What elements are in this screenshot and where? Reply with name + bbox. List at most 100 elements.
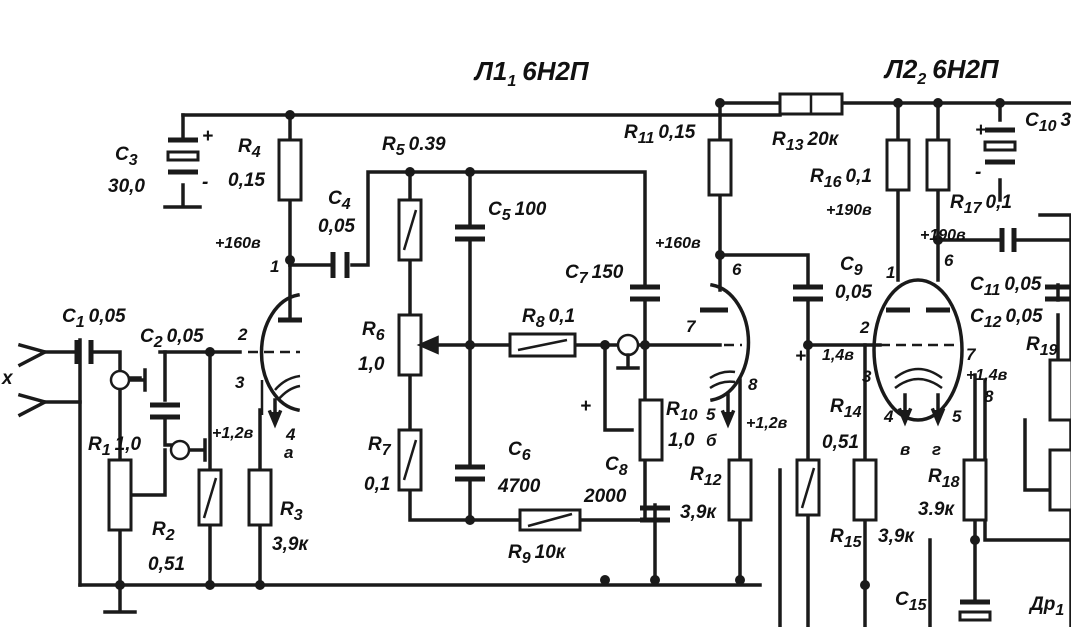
plus-marker-b: +	[580, 396, 591, 417]
pin-t2-v: в	[900, 440, 910, 459]
c3-plus: +	[202, 126, 213, 147]
r12-value: 3,9к	[680, 502, 717, 523]
r3-name: R3	[280, 499, 303, 524]
r6-name: R6	[362, 319, 385, 344]
r15-value: 3,9к	[878, 526, 915, 547]
voltage-190-b: +190в	[920, 227, 966, 244]
pin-t2-g: г	[932, 440, 941, 459]
r3-value: 3,9к	[272, 534, 309, 555]
r14-name: R14	[830, 396, 862, 421]
c4-value: 0,05	[318, 216, 355, 237]
dr1-label: Др1	[1028, 594, 1064, 619]
pin-t1-3: 3	[235, 373, 245, 392]
pin-t2-3: 3	[862, 367, 872, 386]
r4-name: R4	[238, 136, 261, 161]
input-label: x	[1, 368, 14, 389]
pin-t1-6: 6	[732, 260, 742, 279]
input-jack[interactable]	[17, 342, 82, 418]
capacitor-c2	[150, 402, 180, 420]
r7-value: 0,1	[364, 474, 390, 495]
pin-t1-1: 1	[270, 257, 279, 276]
c8-value: 2000	[583, 486, 627, 507]
resistor-r12	[727, 458, 753, 522]
capacitor-c7	[630, 284, 660, 302]
pin-t2-1: 1	[886, 263, 895, 282]
r10-value: 1,0	[668, 430, 695, 451]
capacitor-c3	[166, 137, 200, 175]
pin-t2-5: 5	[952, 407, 962, 426]
c3-name: C3	[115, 144, 138, 169]
resistor-r3	[247, 468, 273, 527]
pin-t1-4: 4	[285, 425, 296, 444]
voltage-12-a: +1,2в	[212, 425, 254, 442]
resistor-r18	[962, 458, 988, 522]
r18-name: R18	[928, 466, 960, 491]
pin-t2-8: 8	[984, 387, 994, 406]
pin-t2-2: 2	[859, 318, 870, 337]
capacitor-c15	[958, 599, 992, 622]
tube-l1-first-half	[248, 292, 302, 429]
r7-name: R7	[368, 434, 392, 459]
voltage-14-a: 1,4в	[822, 347, 854, 364]
capacitor-c8	[640, 505, 670, 523]
tube-l1-second-half	[660, 282, 751, 429]
pin-t1-a: а	[284, 443, 293, 462]
r19-label: R19	[1026, 334, 1058, 359]
voltage-12-b: +1,2в	[746, 415, 788, 432]
c6-value: 4700	[497, 476, 541, 497]
c10-plus: +	[975, 120, 986, 141]
capacitor-c6	[455, 464, 485, 482]
voltage-160-a: +160в	[215, 235, 261, 252]
r12-name: R12	[690, 464, 722, 489]
c3-minus: -	[202, 172, 208, 193]
voltage-14-b: +1,4в	[966, 367, 1008, 384]
resistor-r16	[885, 138, 911, 192]
c9-name: C9	[840, 254, 863, 279]
resistor-right	[1048, 448, 1071, 512]
r14-value: 0,51	[822, 432, 859, 453]
c6-name: C6	[508, 439, 531, 464]
r4-value: 0,15	[228, 170, 265, 191]
voltage-160-b: +160в	[655, 235, 701, 252]
test-points	[109, 333, 640, 462]
c10-minus: -	[975, 162, 981, 183]
plus-marker-a: +	[795, 346, 806, 367]
resistor-r4	[277, 138, 303, 202]
resistor-r17	[925, 138, 951, 192]
voltage-190-a: +190в	[826, 202, 872, 219]
resistor-r19	[1048, 358, 1071, 422]
pin-t1-b: б	[706, 431, 717, 450]
c3-value: 30,0	[108, 176, 145, 197]
resistor-r11	[707, 138, 733, 197]
resistor-r15	[852, 458, 878, 522]
capacitor-c1	[74, 340, 94, 364]
r18-value: 3.9к	[918, 499, 955, 520]
r6-value: 1,0	[358, 354, 385, 375]
capacitor-c10	[983, 127, 1017, 165]
capacitor-c11	[999, 228, 1017, 252]
capacitor-c5	[455, 224, 485, 242]
capacitor-c12	[1045, 284, 1071, 302]
capacitor-c9	[793, 284, 823, 302]
r15-name: R15	[830, 526, 863, 551]
pin-t1-2: 2	[237, 325, 248, 344]
r2-value: 0,51	[148, 554, 185, 575]
pin-t2-7: 7	[966, 345, 977, 364]
capacitors	[74, 127, 1071, 622]
c8-name: C8	[605, 454, 628, 479]
